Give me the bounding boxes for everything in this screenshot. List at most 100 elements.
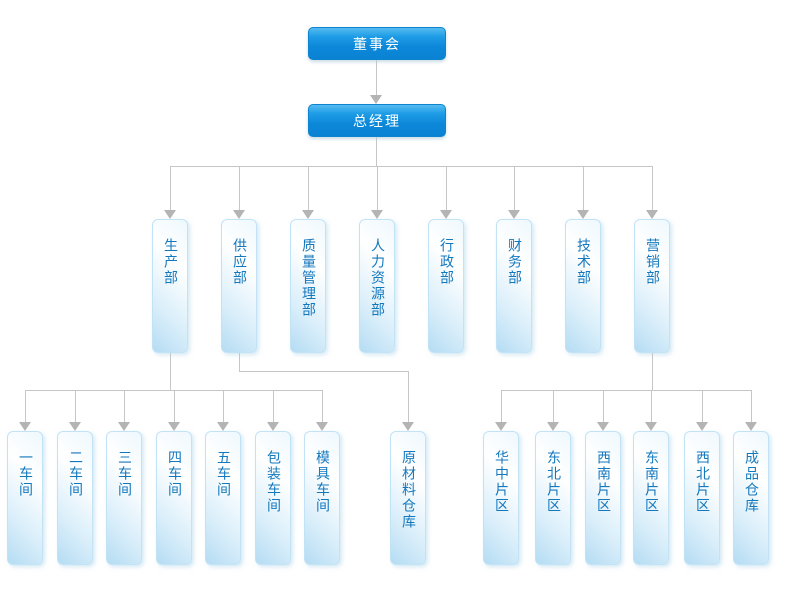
node-label: 总经理 [353, 113, 401, 130]
node-label: 四车间 [166, 450, 182, 498]
connector-line [514, 166, 515, 211]
node-label: 五车间 [215, 450, 231, 498]
arrow-down-icon [168, 422, 180, 431]
connector-line [702, 390, 703, 423]
node-label: 董事会 [353, 36, 401, 53]
connector-line [170, 353, 171, 390]
arrow-down-icon [233, 210, 245, 219]
node-mold-workshop: 模具车间 [304, 431, 340, 565]
connector-line [308, 166, 309, 211]
connector-line [25, 390, 26, 423]
arrow-down-icon [302, 210, 314, 219]
connector-line [651, 390, 652, 423]
connector-line [376, 60, 377, 96]
connector-line [446, 166, 447, 211]
connector-line [170, 166, 653, 167]
connector-line [223, 390, 224, 423]
connector-line [239, 166, 240, 211]
node-northeast-region: 东北片区 [535, 431, 571, 565]
arrow-down-icon [118, 422, 130, 431]
connector-line [751, 390, 752, 423]
arrow-down-icon [508, 210, 520, 219]
node-workshop-3: 三车间 [106, 431, 142, 565]
connector-line [652, 353, 653, 390]
arrow-down-icon [402, 422, 414, 431]
arrow-down-icon [577, 210, 589, 219]
node-general-manager: 总经理 [308, 104, 446, 137]
connector-line [124, 390, 125, 423]
node-marketing-dept: 营销部 [634, 219, 670, 353]
node-workshop-4: 四车间 [156, 431, 192, 565]
arrow-down-icon [547, 422, 559, 431]
connector-line [75, 390, 76, 423]
connector-line [170, 166, 171, 211]
connector-line [553, 390, 554, 423]
node-raw-material-warehouse: 原材料仓库 [390, 431, 426, 565]
node-technology-dept: 技术部 [565, 219, 601, 353]
node-label: 东北片区 [545, 450, 561, 514]
connector-line [174, 390, 175, 423]
arrow-down-icon [316, 422, 328, 431]
node-label: 质量管理部 [300, 238, 316, 318]
node-southeast-region: 东南片区 [633, 431, 669, 565]
arrow-down-icon [745, 422, 757, 431]
node-finished-goods-warehouse: 成品仓库 [733, 431, 769, 565]
arrow-down-icon [370, 95, 382, 104]
arrow-down-icon [69, 422, 81, 431]
node-label: 东南片区 [643, 450, 659, 514]
connector-line [583, 166, 584, 211]
node-packaging-workshop: 包装车间 [255, 431, 291, 565]
arrow-down-icon [696, 422, 708, 431]
node-label: 华中片区 [493, 450, 509, 514]
node-workshop-2: 二车间 [57, 431, 93, 565]
node-central-china-region: 华中片区 [483, 431, 519, 565]
node-label: 西南片区 [595, 450, 611, 514]
node-administration-dept: 行政部 [428, 219, 464, 353]
node-southwest-region: 西南片区 [585, 431, 621, 565]
node-label: 原材料仓库 [400, 450, 416, 530]
node-label: 生产部 [162, 238, 178, 286]
node-workshop-5: 五车间 [205, 431, 241, 565]
arrow-down-icon [646, 210, 658, 219]
connector-line [377, 166, 378, 211]
node-northwest-region: 西北片区 [684, 431, 720, 565]
node-quality-management-dept: 质量管理部 [290, 219, 326, 353]
node-supply-dept: 供应部 [221, 219, 257, 353]
node-label: 供应部 [231, 238, 247, 286]
connector-line [501, 390, 502, 423]
arrow-down-icon [371, 210, 383, 219]
connector-line [239, 371, 409, 372]
node-label: 人力资源部 [369, 238, 385, 318]
node-label: 营销部 [644, 238, 660, 286]
arrow-down-icon [645, 422, 657, 431]
arrow-down-icon [217, 422, 229, 431]
node-human-resources-dept: 人力资源部 [359, 219, 395, 353]
connector-line [376, 137, 377, 166]
node-workshop-1: 一车间 [7, 431, 43, 565]
connector-line [652, 166, 653, 211]
node-label: 模具车间 [314, 450, 330, 514]
node-production-dept: 生产部 [152, 219, 188, 353]
arrow-down-icon [495, 422, 507, 431]
node-label: 一车间 [17, 450, 33, 498]
arrow-down-icon [440, 210, 452, 219]
node-label: 二车间 [67, 450, 83, 498]
node-label: 西北片区 [694, 450, 710, 514]
arrow-down-icon [19, 422, 31, 431]
arrow-down-icon [164, 210, 176, 219]
node-board-of-directors: 董事会 [308, 27, 446, 60]
connector-line [603, 390, 604, 423]
connector-line [501, 390, 752, 391]
node-label: 财务部 [506, 238, 522, 286]
arrow-down-icon [267, 422, 279, 431]
arrow-down-icon [597, 422, 609, 431]
node-finance-dept: 财务部 [496, 219, 532, 353]
node-label: 包装车间 [265, 450, 281, 514]
node-label: 成品仓库 [743, 450, 759, 514]
connector-line [273, 390, 274, 423]
node-label: 三车间 [116, 450, 132, 498]
connector-line [408, 371, 409, 423]
node-label: 行政部 [438, 238, 454, 286]
connector-line [239, 353, 240, 371]
